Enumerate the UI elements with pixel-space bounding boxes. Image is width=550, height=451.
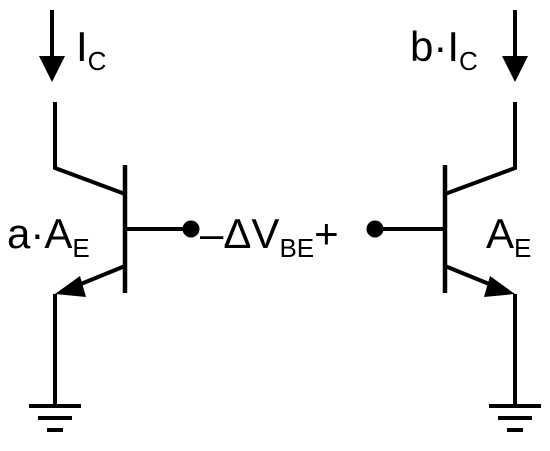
left-area-label: a·AE bbox=[7, 210, 90, 263]
right-current-label: b·IC bbox=[410, 23, 478, 76]
left-terminal-dot-icon bbox=[182, 220, 200, 238]
right-area-label: AE bbox=[486, 210, 531, 263]
delta-vbe-label: –ΔVBE+ bbox=[200, 210, 339, 263]
left-current-label: IC bbox=[76, 23, 106, 76]
right-collector-wire bbox=[444, 102, 517, 196]
left-emitter-arrow-icon bbox=[55, 276, 86, 297]
right-emitter-arrow-icon bbox=[484, 276, 515, 297]
right-terminal-dot-icon bbox=[366, 220, 384, 238]
left-transistor bbox=[29, 10, 128, 432]
left-current-arrow-icon bbox=[39, 10, 65, 82]
right-ground-icon bbox=[489, 404, 541, 432]
right-emitter-wire bbox=[444, 264, 495, 288]
right-current-arrow-icon bbox=[502, 10, 528, 82]
left-collector-wire bbox=[53, 102, 126, 196]
left-emitter-wire bbox=[75, 264, 126, 288]
left-ground-icon bbox=[29, 404, 81, 432]
